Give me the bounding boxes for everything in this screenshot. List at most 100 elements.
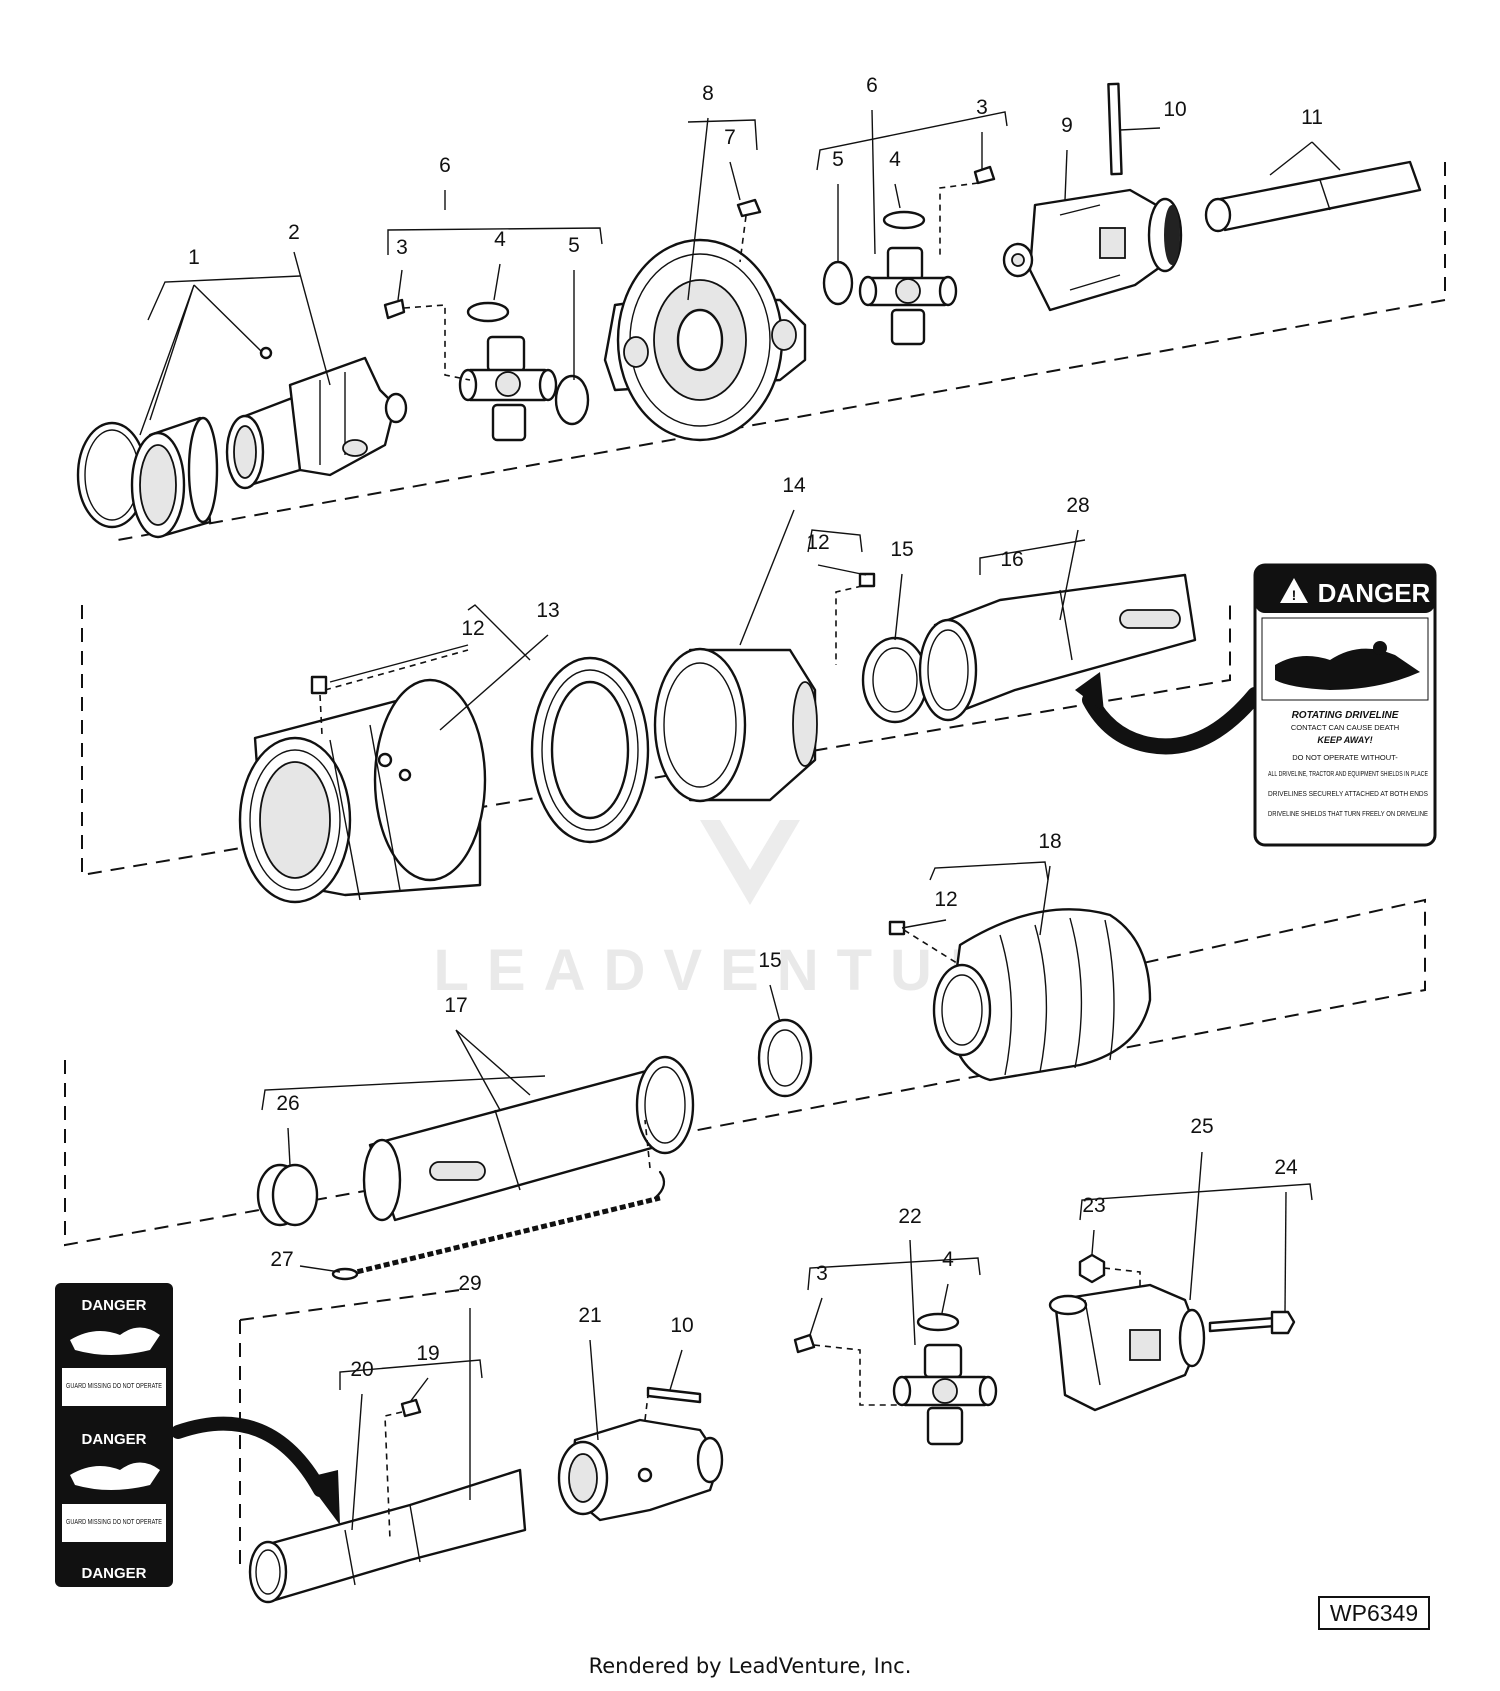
row-1-parts — [76, 82, 1422, 539]
decal-keep-away: KEEP AWAY! — [1317, 735, 1372, 745]
callout-23: 23 — [1082, 1194, 1105, 1217]
callout-25: 25 — [1190, 1115, 1213, 1138]
callout-21: 21 — [578, 1304, 601, 1327]
shield-cone-part-14 — [653, 647, 818, 803]
cross-kit-part-22 — [892, 1343, 998, 1446]
inner-shield-part-16 — [918, 573, 1197, 722]
decal-do-not-operate: DO NOT OPERATE WITHOUT- — [1292, 753, 1398, 762]
shield-decal-text-bottom: GUARD MISSING DO NOT OPERATE — [66, 1517, 162, 1526]
callout-24: 24 — [1274, 1156, 1298, 1179]
callout-4: 4 — [942, 1248, 954, 1271]
snap-ring-part-5b — [822, 260, 854, 306]
end-cap-part-26 — [256, 1163, 319, 1227]
callout-17: 17 — [444, 994, 467, 1017]
row-4-parts: DANGER GUARD MISSING DO NOT OPERATE DANG… — [55, 1283, 724, 1604]
decal-bullet-1: ALL DRIVELINE, TRACTOR AND EQUIPMENT SHI… — [1268, 769, 1428, 778]
grease-fitting-part-3b — [973, 165, 996, 185]
decal-bullet-3: DRIVELINE SHIELDS THAT TURN FREELY ON DR… — [1268, 809, 1428, 818]
roll-pin-part-10a — [1107, 82, 1123, 176]
snap-ring-part-4c — [916, 1312, 960, 1332]
callout-15: 15 — [758, 949, 781, 972]
callout-9: 9 — [1061, 114, 1073, 137]
callout-7: 7 — [724, 126, 736, 149]
callout-14: 14 — [782, 474, 806, 497]
callout-16: 16 — [1000, 548, 1023, 571]
callout-3: 3 — [396, 236, 408, 259]
snap-ring-part-4b — [882, 210, 926, 230]
callout-29: 29 — [458, 1272, 481, 1295]
callout-13: 13 — [536, 599, 559, 622]
callout-12: 12 — [934, 888, 957, 911]
decal-location-arrow-2 — [171, 1416, 327, 1497]
snap-ring-part-5a — [554, 374, 590, 426]
screw-part-12b — [858, 572, 876, 588]
callout-27: 27 — [270, 1248, 293, 1271]
svg-text:!: ! — [1292, 587, 1297, 603]
safety-chain-part-27 — [331, 1119, 666, 1281]
row-2-parts — [238, 572, 1263, 904]
drawing-id-box: WP6349 — [1318, 1596, 1430, 1630]
callout-5: 5 — [832, 148, 844, 171]
callout-3: 3 — [976, 96, 988, 119]
bellows-shield-part-18 — [932, 908, 1152, 1082]
inner-tube-part-11 — [1204, 160, 1422, 233]
danger-decal-rotating-driveline: ! DANGER ROTATING DRIVELINE CONTACT CAN … — [1253, 563, 1437, 847]
callout-8: 8 — [702, 82, 714, 105]
yoke-part-25 — [1048, 1283, 1206, 1412]
retaining-clip-part-15b — [757, 1018, 813, 1098]
row-3-parts — [256, 908, 1296, 1446]
callout-leaders — [139, 109, 1341, 1531]
grease-fitting-part-19 — [400, 1398, 422, 1418]
decal-header: DANGER — [1318, 578, 1431, 608]
callout-6: 6 — [439, 154, 451, 177]
callout-11: 11 — [1301, 106, 1323, 129]
lock-nut-part-23 — [1078, 1253, 1106, 1284]
callout-3: 3 — [816, 1262, 828, 1285]
yoke-part-2 — [225, 346, 408, 490]
callout-28: 28 — [1066, 494, 1089, 517]
callout-20: 20 — [350, 1358, 373, 1381]
grease-fitting-part-7 — [736, 198, 762, 218]
screw-part-12c — [888, 920, 906, 936]
decal-bullet-2: DRIVELINES SECURELY ATTACHED AT BOTH END… — [1268, 789, 1428, 798]
outer-shield-cone-part-13 — [238, 678, 487, 904]
roll-pin-part-10b — [646, 1386, 702, 1404]
screw-part-12a — [310, 675, 328, 695]
rendered-by-footer: Rendered by LeadVenture, Inc. — [588, 1654, 912, 1678]
inner-shield-part-20 — [248, 1468, 527, 1604]
snap-ring-part-4a — [466, 301, 510, 323]
collar-part-1 — [130, 416, 219, 539]
callout-12: 12 — [806, 531, 829, 554]
callout-6: 6 — [866, 74, 878, 97]
decal-subtitle: ROTATING DRIVELINE — [1292, 710, 1399, 721]
retaining-clip-part-15a — [861, 636, 929, 724]
outer-shield-tube-part-17 — [362, 1055, 695, 1222]
callout-18: 18 — [1038, 830, 1061, 853]
callout-26: 26 — [276, 1092, 299, 1115]
grease-fitting-part-3c — [793, 1333, 816, 1354]
shield-decal-header-top: DANGER — [81, 1297, 146, 1314]
callout-22: 22 — [898, 1205, 921, 1228]
cross-kit-part-6a — [458, 335, 558, 442]
shield-decal-header-bottom: DANGER — [81, 1565, 146, 1582]
callout-4: 4 — [889, 148, 901, 171]
callout-12: 12 — [461, 617, 484, 640]
callout-10: 10 — [670, 1314, 693, 1337]
callout-19: 19 — [416, 1342, 439, 1365]
bolt-part-24 — [1208, 1310, 1296, 1335]
shield-decal-text-top: GUARD MISSING DO NOT OPERATE — [66, 1381, 162, 1390]
grease-fitting-part-3a — [383, 298, 406, 320]
decal-line-1: CONTACT CAN CAUSE DEATH — [1291, 723, 1399, 732]
danger-decal-shield-strip: DANGER GUARD MISSING DO NOT OPERATE DANG… — [55, 1283, 173, 1587]
bearing-ring-part-13 — [530, 656, 650, 844]
yoke-part-21 — [557, 1394, 724, 1522]
shield-decal-header-mid: DANGER — [81, 1431, 146, 1448]
bearing-housing-part-8 — [603, 238, 807, 442]
callout-5: 5 — [568, 234, 580, 257]
callout-1: 1 — [188, 246, 200, 269]
callout-15: 15 — [890, 538, 913, 561]
callout-4: 4 — [494, 228, 506, 251]
cross-kit-part-6b — [858, 246, 958, 346]
